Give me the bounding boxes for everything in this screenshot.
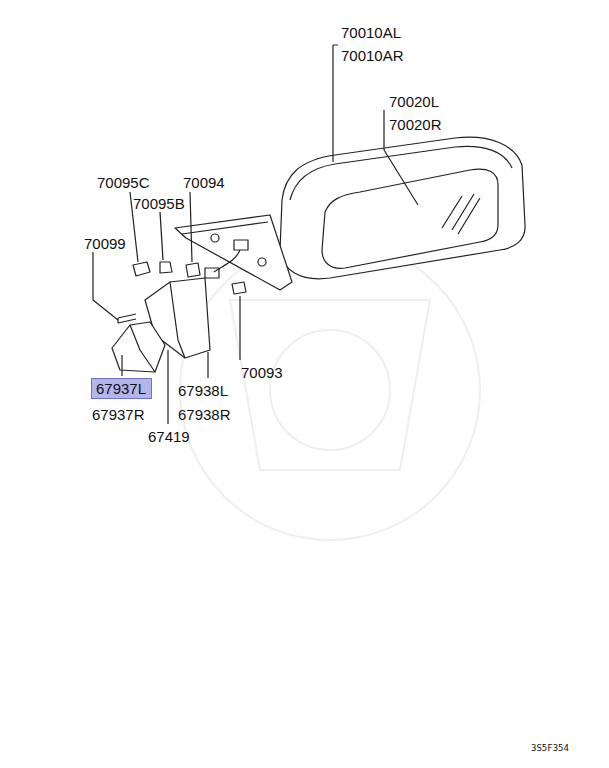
highlight-box: 67937L xyxy=(91,378,152,399)
diagram-code: 3S5F354 xyxy=(531,743,569,754)
part-number: 70099 xyxy=(84,235,126,252)
part-number: 70093 xyxy=(241,364,283,381)
part-number: 67937R xyxy=(92,406,145,423)
part-number: 67938R xyxy=(178,406,231,423)
part-number: 67937L xyxy=(96,380,147,397)
part-number: 67419 xyxy=(148,428,190,445)
part-number: 70094 xyxy=(183,174,225,191)
part-number: 70095B xyxy=(133,195,185,212)
part-number: 70020L xyxy=(389,93,439,110)
part-number: 70010AL xyxy=(341,24,401,41)
part-number: 70095C xyxy=(97,174,150,191)
part-number: 70020R xyxy=(389,116,442,133)
part-number: 70010AR xyxy=(341,47,404,64)
mirror-parts xyxy=(93,45,525,424)
part-number: 67938L xyxy=(178,382,228,399)
